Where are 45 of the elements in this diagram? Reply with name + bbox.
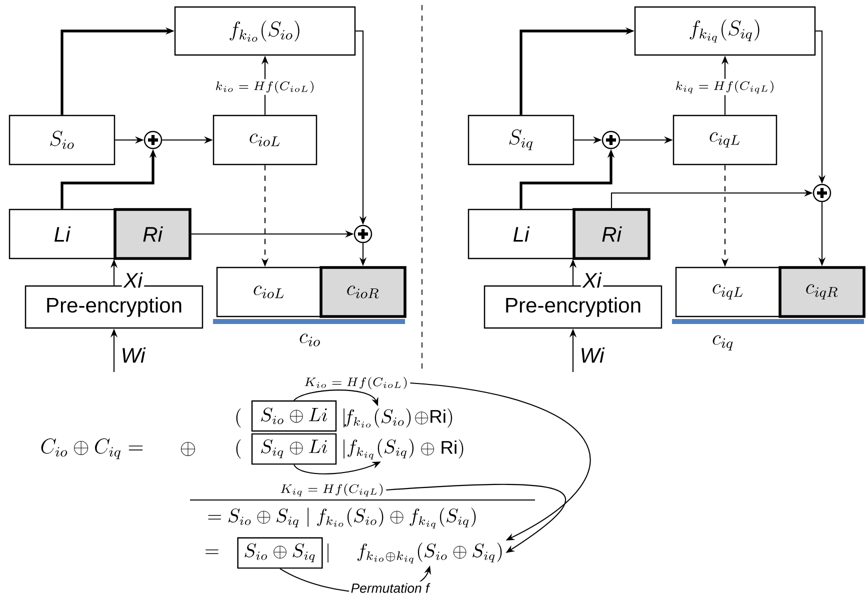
block-box: $S_{io}\oplus S_{iq}$: [237, 537, 323, 569]
block-box: $c_{iqR}$: [778, 266, 866, 318]
arrow: [410, 382, 590, 540]
block-box: $S_{iq}\oplus Li$: [251, 433, 337, 465]
formula-text: $f_{k_{iq}}(S_{iq})$: [348, 438, 414, 460]
formula-text: $($: [236, 439, 241, 459]
edge-label: Permutation f: [349, 581, 431, 595]
formula-text: $\oplus \mathrm{Ri})$: [415, 408, 452, 428]
formula-text: $= S_{io}\oplus S_{iq} \mid f_{k_{io}}(S_{io}) \oplus f_{k_{iq}}(S_{iq})$: [208, 508, 476, 528]
block-box: $S_{iq}$: [468, 114, 574, 166]
arrow: [386, 484, 566, 553]
block-box: $c_{ioR}$: [320, 266, 406, 318]
block-box: $c_{iqL}$: [672, 114, 778, 166]
xor-symbol: [812, 184, 832, 202]
block-box: $S_{io}$: [8, 114, 116, 166]
block-box: $c_{ioL}$: [212, 114, 318, 166]
block-box: $c_{iqL}$: [675, 266, 781, 318]
formula-text: $C_{io}\oplus C_{iq}=$: [41, 438, 143, 460]
formula-text: $f_{k_{io}}(S_{io})$: [344, 408, 411, 428]
edge-label: $k_{io}=Hf(C_{ioL})$: [213, 79, 317, 95]
formula-text: $K_{iq}=Hf(C_{iqL})$: [280, 484, 383, 496]
block-box: $c_{ioL}$: [216, 266, 322, 318]
edge-label: Xi: [122, 270, 144, 290]
edge-label: Wi: [578, 346, 606, 364]
block-box: Li: [468, 208, 574, 260]
xor-symbol: [602, 130, 620, 150]
formula-text: $c_{io}$: [300, 334, 320, 346]
formula-text: $\oplus$: [180, 442, 196, 456]
formula-text: $=$: [206, 549, 218, 554]
xor-symbol: [354, 224, 372, 244]
edge-label: Wi: [119, 346, 147, 364]
edge-label: Xi: [580, 270, 604, 290]
formula-text: $\oplus \ \mathrm{Ri})$: [421, 439, 464, 459]
block-box: $f_{k_{iq}}(S_{iq})$: [634, 6, 816, 56]
formula-text: $($: [236, 408, 241, 428]
xor-symbol: [144, 130, 162, 150]
block-box: Li: [8, 208, 116, 260]
formula-text: $f_{k_{io}\oplus k_{iq}}(S_{io}\oplus S_{iq})$: [357, 542, 502, 564]
edge-label: $k_{iq}=Hf(C_{iqL})$: [673, 78, 777, 96]
formula-text: $c_{iq}$: [712, 335, 733, 350]
block-box: $f_{k_{io}}(S_{io})$: [174, 6, 356, 56]
block-box: Ri: [572, 208, 650, 260]
block-box: $S_{io}\oplus Li$: [251, 400, 337, 432]
block-box: Ri: [114, 208, 192, 260]
formula-text: $K_{io}= Hf(C_{ioL})$: [304, 376, 407, 390]
